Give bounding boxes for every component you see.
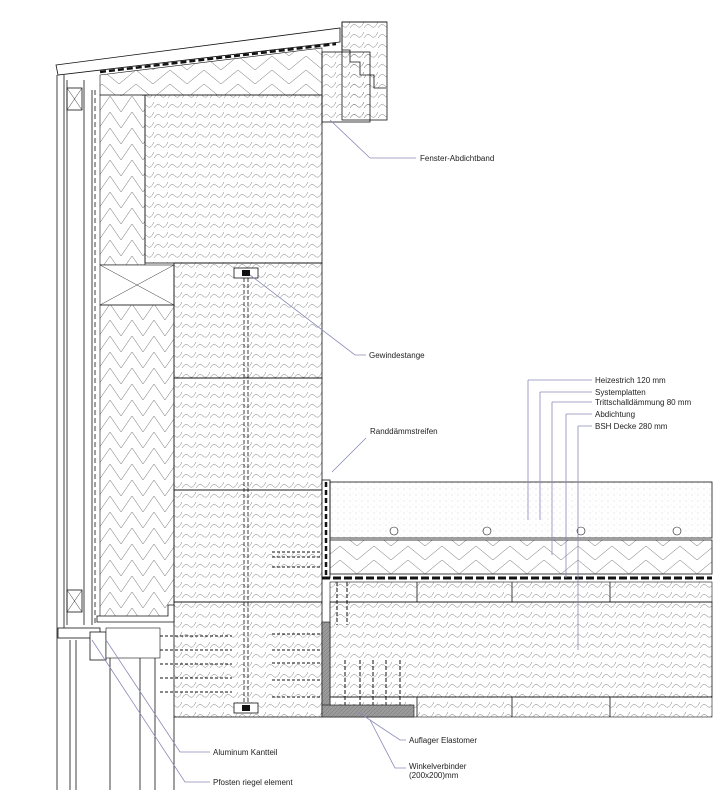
- label-pfosten-riegel: Pfosten riegel element: [213, 778, 293, 787]
- label-auflager-elastomer: Auflager Elastomer: [409, 736, 477, 745]
- timber-lintel: [144, 94, 323, 264]
- angle-bracket: [321, 582, 415, 718]
- window-sill: [57, 604, 175, 790]
- window-frame-profile: [321, 21, 388, 123]
- floor-layer-label: Trittschalldämmung 80 mm: [595, 398, 692, 407]
- threaded-rod: [233, 267, 259, 714]
- floor-buildup: [321, 479, 713, 718]
- wall-insulation: [99, 94, 175, 621]
- label-winkelverbinder: Winkelverbinder: [409, 762, 467, 771]
- label-randdammstreifen: Randdämmstreifen: [370, 427, 438, 436]
- label-winkelverbinder-size: (200x200)mm: [409, 771, 459, 780]
- label-fenster-abdichtband: Fenster-Abdichtband: [420, 154, 494, 163]
- label-aluminum-kantteil: Aluminum Kantteil: [213, 748, 278, 757]
- facade-frame: [56, 75, 96, 790]
- leader-lines: [91, 119, 592, 783]
- floor-layer-label: Systemplatten: [595, 388, 646, 397]
- floor-layer-label: Heizestrich 120 mm: [595, 376, 666, 385]
- floor-layer-label: BSH Decke 280 mm: [595, 422, 668, 431]
- label-gewindestange: Gewindestange: [369, 351, 425, 360]
- screws-wall: [160, 551, 322, 698]
- roof-edge: [55, 27, 341, 96]
- floor-layer-label: Abdichtung: [595, 410, 635, 419]
